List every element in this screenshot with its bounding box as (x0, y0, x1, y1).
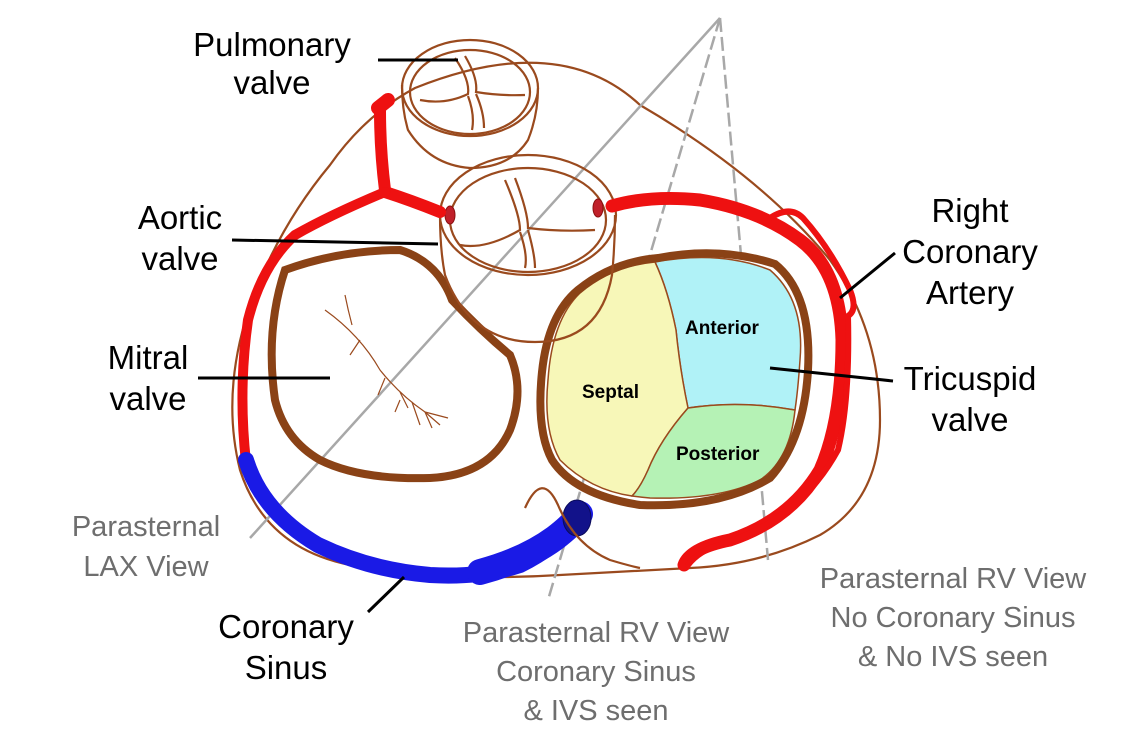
svg-text:Mitral: Mitral (108, 339, 189, 376)
svg-text:Artery: Artery (926, 274, 1015, 311)
svg-text:& No IVS seen: & No IVS seen (858, 641, 1048, 673)
svg-text:Parasternal: Parasternal (72, 511, 220, 543)
left-coronary-ostium (445, 206, 455, 224)
right-coronary-artery-label: Right Coronary Artery (902, 192, 1038, 311)
svg-text:LAX View: LAX View (83, 551, 209, 583)
tricuspid-leaflets (547, 258, 801, 499)
svg-text:No Coronary Sinus: No Coronary Sinus (831, 602, 1076, 634)
svg-text:Coronary: Coronary (218, 608, 354, 645)
mitral-chordae (325, 295, 448, 428)
svg-text:valve: valve (109, 380, 186, 417)
parasternal-lax-view-label: Parasternal LAX View (72, 511, 220, 583)
svg-text:Tricuspid: Tricuspid (904, 360, 1037, 397)
svg-text:valve: valve (141, 240, 218, 277)
right-coronary-ostium (593, 199, 603, 217)
aortic-valve-label: Aortic valve (138, 199, 222, 277)
coronary-sinus-label: Coronary Sinus (218, 608, 354, 686)
septal-leaflet-label: Septal (582, 382, 639, 403)
posterior-leaflet-label: Posterior (676, 444, 760, 465)
parasternal-rv-view-no-cs-label: Parasternal RV View No Coronary Sinus & … (820, 563, 1088, 673)
svg-text:Coronary: Coronary (902, 233, 1038, 270)
circumflex-branch (242, 192, 385, 462)
svg-text:& IVS seen: & IVS seen (523, 695, 668, 727)
pulmonary-valve-label: Pulmonary valve (193, 26, 351, 101)
anterior-leaflet-label: Anterior (685, 318, 760, 339)
svg-text:valve: valve (931, 401, 1008, 438)
lad-origin-stub (378, 100, 388, 108)
lad-branch (380, 110, 385, 190)
svg-text:Parasternal RV View: Parasternal RV View (463, 617, 731, 649)
coronary-sinus-ostium (563, 500, 591, 536)
svg-text:Aortic: Aortic (138, 199, 222, 236)
svg-text:Coronary Sinus: Coronary Sinus (496, 656, 696, 688)
svg-text:Parasternal RV View: Parasternal RV View (820, 563, 1088, 595)
svg-text:Pulmonary: Pulmonary (193, 26, 351, 63)
left-main-coronary (385, 192, 440, 212)
svg-text:Right: Right (931, 192, 1008, 229)
svg-text:valve: valve (233, 64, 310, 101)
tricuspid-valve-label: Tricuspid valve (904, 360, 1037, 438)
parasternal-rv-view-cs-label: Parasternal RV View Coronary Sinus & IVS… (463, 617, 731, 727)
svg-text:Sinus: Sinus (245, 649, 328, 686)
mitral-valve-label: Mitral valve (108, 339, 189, 417)
